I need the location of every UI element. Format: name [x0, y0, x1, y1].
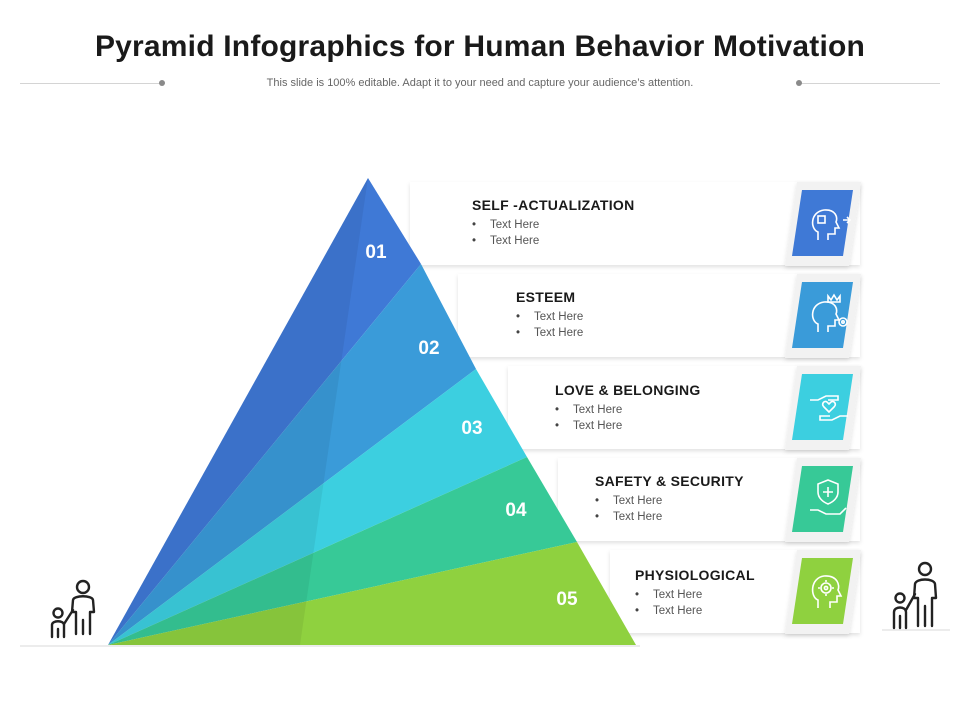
icon-tile-2 [785, 274, 861, 358]
level-bullet: Text Here [472, 217, 732, 233]
level-bullet: Text Here [635, 603, 895, 619]
parent-child-icon [50, 579, 96, 639]
step-number-5: 05 [556, 589, 578, 610]
parent-child-icon [892, 561, 938, 630]
pyramid-shade [108, 178, 368, 645]
pyramid-slices [20, 178, 640, 647]
level-bullet: Text Here [472, 233, 732, 249]
level-label-4: SAFETY & SECURITY Text Here Text Here [595, 473, 855, 525]
level-label-2: ESTEEM Text Here Text Here [516, 289, 776, 341]
subtitle-rule-right [800, 83, 940, 84]
level-bullet: Text Here [595, 509, 855, 525]
subtitle-rule-left-dot [159, 80, 165, 86]
level-heading-1: SELF -ACTUALIZATION [472, 197, 635, 213]
subtitle-rule-left [20, 83, 162, 84]
level-bullets-4: Text Here Text Here [595, 493, 855, 525]
level-bullets-2: Text Here Text Here [516, 309, 776, 341]
step-number-2: 02 [418, 338, 439, 359]
level-bullet: Text Here [555, 402, 815, 418]
pyramid-slice-5 [108, 542, 636, 645]
step-number-4: 04 [505, 500, 527, 521]
level-bullets-3: Text Here Text Here [555, 402, 815, 434]
pyramid-slice-4 [108, 457, 577, 645]
level-bullet: Text Here [516, 309, 776, 325]
level-heading-5: PHYSIOLOGICAL [635, 567, 755, 583]
step-number-3: 03 [461, 418, 482, 439]
pyramid-slice-2 [108, 264, 476, 645]
hands-heart-icon [810, 395, 848, 421]
pyramid-slice-3 [108, 369, 527, 645]
pyramid-slice-1 [108, 178, 421, 645]
step-number-1: 01 [365, 242, 387, 263]
step-numbers: 01 02 03 04 05 [365, 242, 578, 610]
level-label-5: PHYSIOLOGICAL Text Here Text Here [635, 567, 895, 619]
level-heading-3: LOVE & BELONGING [555, 382, 701, 398]
head-puzzle-icon [811, 209, 852, 240]
level-label-3: LOVE & BELONGING Text Here Text Here [555, 382, 815, 434]
level-bullet: Text Here [516, 325, 776, 341]
slide-title: Pyramid Infographics for Human Behavior … [94, 30, 866, 63]
level-bullet: Text Here [555, 418, 815, 434]
slide-subtitle: This slide is 100% editable. Adapt it to… [266, 77, 694, 89]
level-heading-2: ESTEEM [516, 289, 576, 305]
subtitle-rule-right-dot [796, 80, 802, 86]
head-crown-gear-icon [811, 293, 848, 332]
level-label-1: SELF -ACTUALIZATION Text Here Text Here [472, 197, 732, 249]
level-bullet: Text Here [635, 587, 895, 603]
level-heading-4: SAFETY & SECURITY [595, 473, 744, 489]
level-bullets-5: Text Here Text Here [635, 587, 895, 619]
level-bullets-1: Text Here Text Here [472, 217, 732, 249]
icon-tile-1 [785, 182, 861, 266]
level-bullet: Text Here [595, 493, 855, 509]
